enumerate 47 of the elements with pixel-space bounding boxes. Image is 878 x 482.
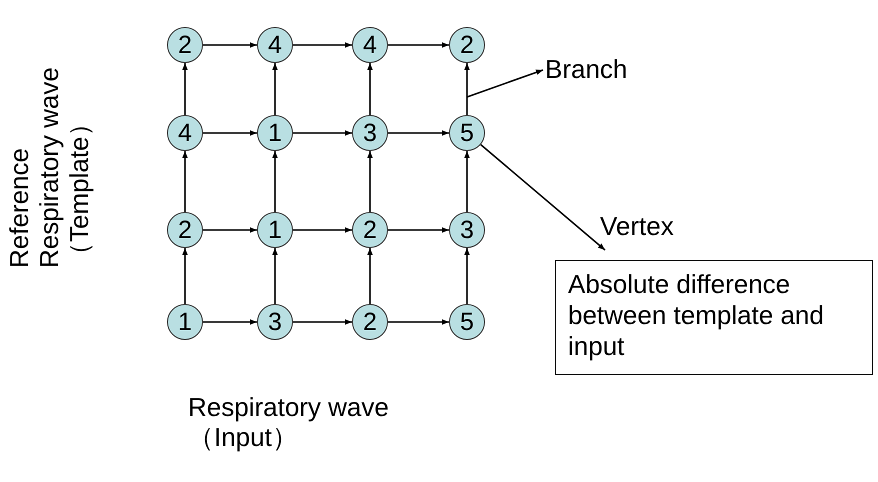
arrow	[203, 130, 257, 136]
leader-line	[466, 69, 544, 98]
vertex-circle: 3	[257, 304, 293, 340]
vertex-circle: 2	[352, 212, 388, 248]
vertex-circle: 5	[449, 115, 485, 151]
arrow	[272, 63, 278, 115]
callout-label: Branch	[545, 55, 628, 85]
vertex-circle: 3	[352, 115, 388, 151]
arrow	[182, 248, 188, 304]
arrow	[388, 130, 449, 136]
arrow	[464, 63, 470, 115]
arrow	[464, 151, 470, 212]
arrow	[293, 319, 352, 325]
arrow	[203, 42, 257, 48]
vertex-circle: 3	[449, 212, 485, 248]
arrow	[388, 42, 449, 48]
arrow	[203, 319, 257, 325]
callout-label: Vertex	[600, 212, 674, 242]
note-box: Absolute difference between template and input	[555, 260, 873, 375]
arrow	[367, 248, 373, 304]
arrow	[182, 63, 188, 115]
arrow	[203, 227, 257, 233]
vertex-circle: 4	[257, 27, 293, 63]
arrow	[388, 227, 449, 233]
vertex-circle: 2	[167, 27, 203, 63]
vertex-circle: 1	[257, 212, 293, 248]
arrow	[293, 42, 352, 48]
arrow	[388, 319, 449, 325]
vertex-circle: 2	[449, 27, 485, 63]
vertex-circle: 1	[167, 304, 203, 340]
arrow	[272, 151, 278, 212]
vertex-circle: 2	[352, 304, 388, 340]
axis-label: Reference Respiratory wave （Template）	[5, 66, 95, 268]
vertex-circle: 4	[167, 115, 203, 151]
vertex-circle: 5	[449, 304, 485, 340]
arrow	[293, 130, 352, 136]
arrow	[367, 63, 373, 115]
vertex-circle: 4	[352, 27, 388, 63]
arrow	[272, 248, 278, 304]
axis-label: Respiratory wave （Input）	[188, 393, 390, 453]
arrow	[293, 227, 352, 233]
vertex-circle: 1	[257, 115, 293, 151]
arrow	[464, 248, 470, 304]
leader-line	[480, 144, 606, 251]
arrow	[182, 151, 188, 212]
arrow	[367, 151, 373, 212]
vertex-circle: 2	[167, 212, 203, 248]
